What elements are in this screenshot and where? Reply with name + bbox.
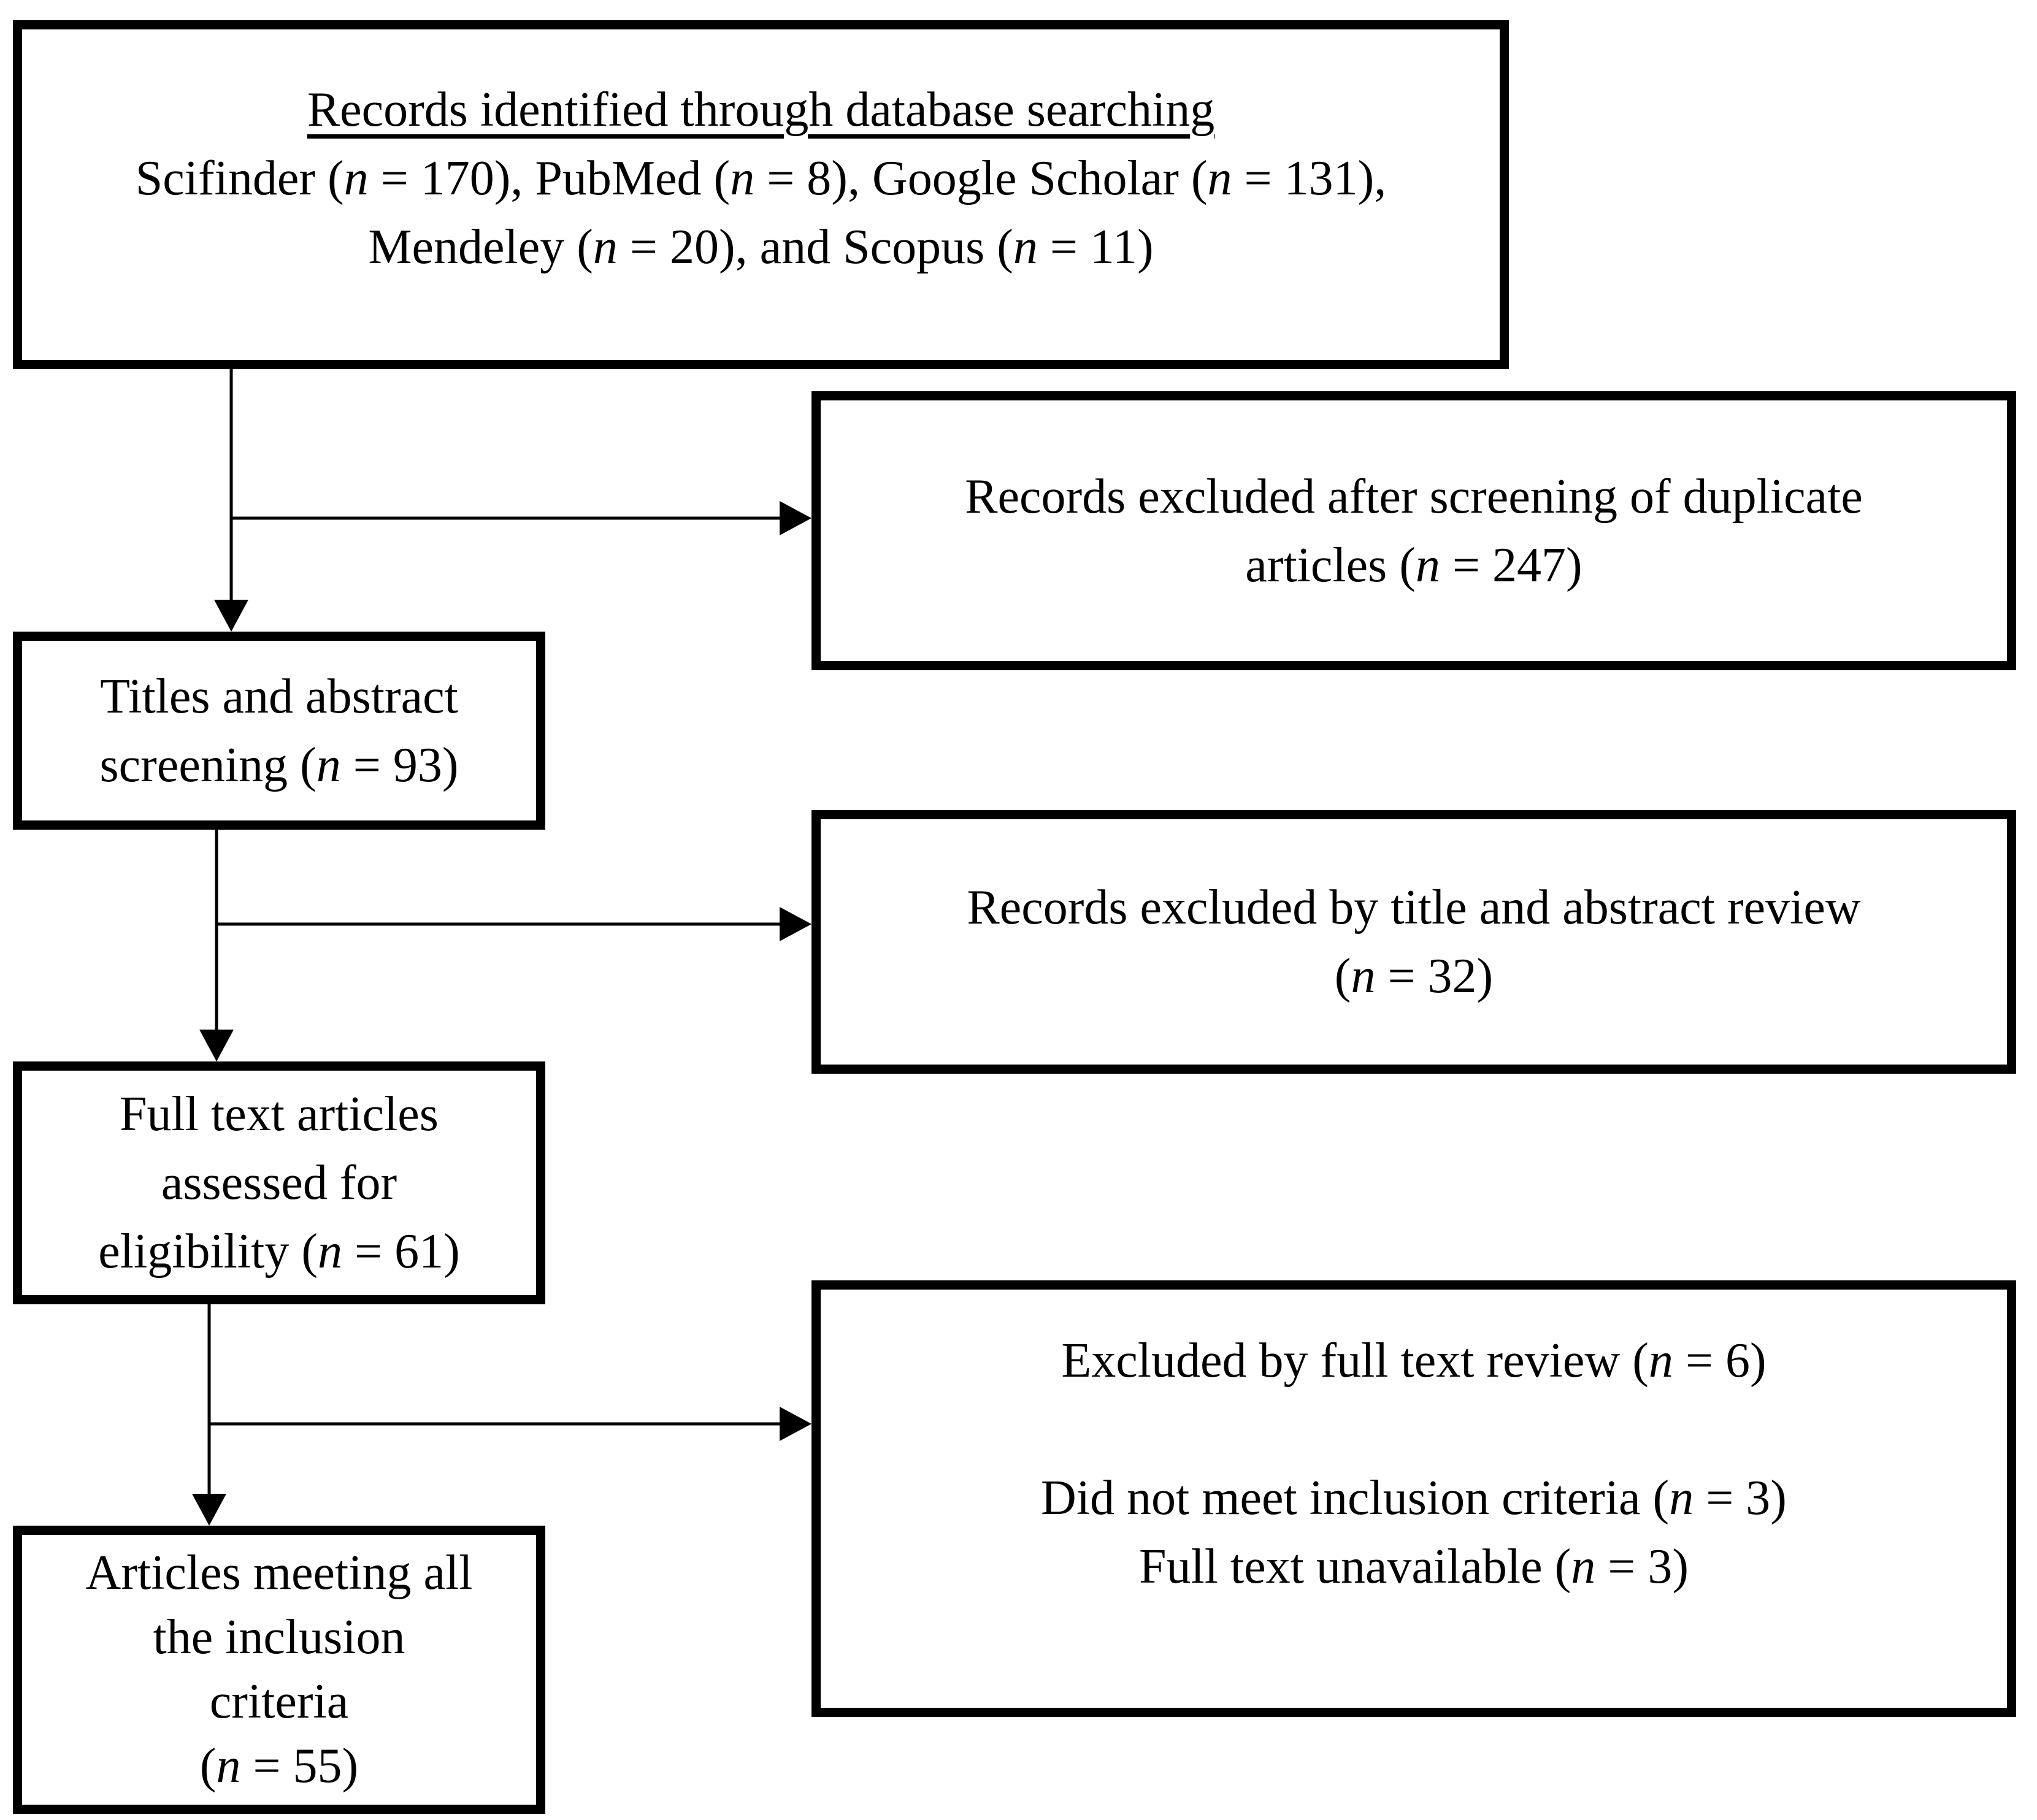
included-line: (n = 55)	[199, 1739, 359, 1793]
excluded-full-text-line: Full text unavailable (n = 3)	[1138, 1540, 1689, 1594]
excluded-title-abstract-box: Records excluded by title and abstract r…	[811, 810, 2016, 1074]
full-text-line: Full text articles	[120, 1087, 439, 1141]
arrow-screening-to-fulltext	[199, 830, 234, 1061]
identification-title: Records identified through database sear…	[307, 83, 1215, 137]
excluded-duplicates-line: articles (n = 247)	[1245, 538, 1582, 592]
arrow-to-excluded-fulltext	[209, 1407, 811, 1441]
full-text-line: assessed for	[161, 1156, 397, 1210]
excluded-full-text-box: Excluded by full text review (n = 6) Did…	[811, 1280, 2016, 1717]
included-articles-box: Articles meeting all the inclusion crite…	[13, 1526, 545, 1814]
full-text-line: eligibility (n = 61)	[98, 1225, 460, 1279]
title-abstract-line: screening (n = 93)	[99, 738, 459, 792]
arrow-identification-to-screening	[214, 369, 248, 632]
identification-line: Scifinder (n = 170), PubMed (n = 8), Goo…	[135, 151, 1387, 205]
identification-box: Records identified through database sear…	[13, 20, 1509, 369]
excluded-duplicates-line: Records excluded after screening of dupl…	[965, 469, 1863, 524]
included-line: criteria	[209, 1675, 349, 1729]
title-abstract-line: Titles and abstract	[100, 669, 458, 724]
full-text-assessed-box: Full text articles assessed for eligibil…	[13, 1061, 545, 1304]
arrow-to-excluded-title-abstract	[217, 907, 811, 941]
identification-line: Mendeley (n = 20), and Scopus (n = 11)	[368, 220, 1154, 274]
excluded-full-text-line: Excluded by full text review (n = 6)	[1061, 1334, 1767, 1388]
excluded-title-abstract-line: Records excluded by title and abstract r…	[967, 881, 1861, 935]
excluded-duplicates-box: Records excluded after screening of dupl…	[811, 391, 2016, 670]
excluded-title-abstract-line: (n = 32)	[1334, 949, 1494, 1003]
included-line: Articles meeting all	[85, 1546, 473, 1600]
arrow-to-excluded-duplicates	[231, 501, 811, 535]
excluded-full-text-spacer	[821, 1395, 2007, 1464]
arrow-fulltext-to-included	[192, 1304, 226, 1526]
title-abstract-screening-box: Titles and abstract screening (n = 93)	[13, 632, 545, 830]
excluded-full-text-line: Did not meet inclusion criteria (n = 3)	[1041, 1471, 1787, 1525]
included-line: the inclusion	[153, 1610, 405, 1664]
